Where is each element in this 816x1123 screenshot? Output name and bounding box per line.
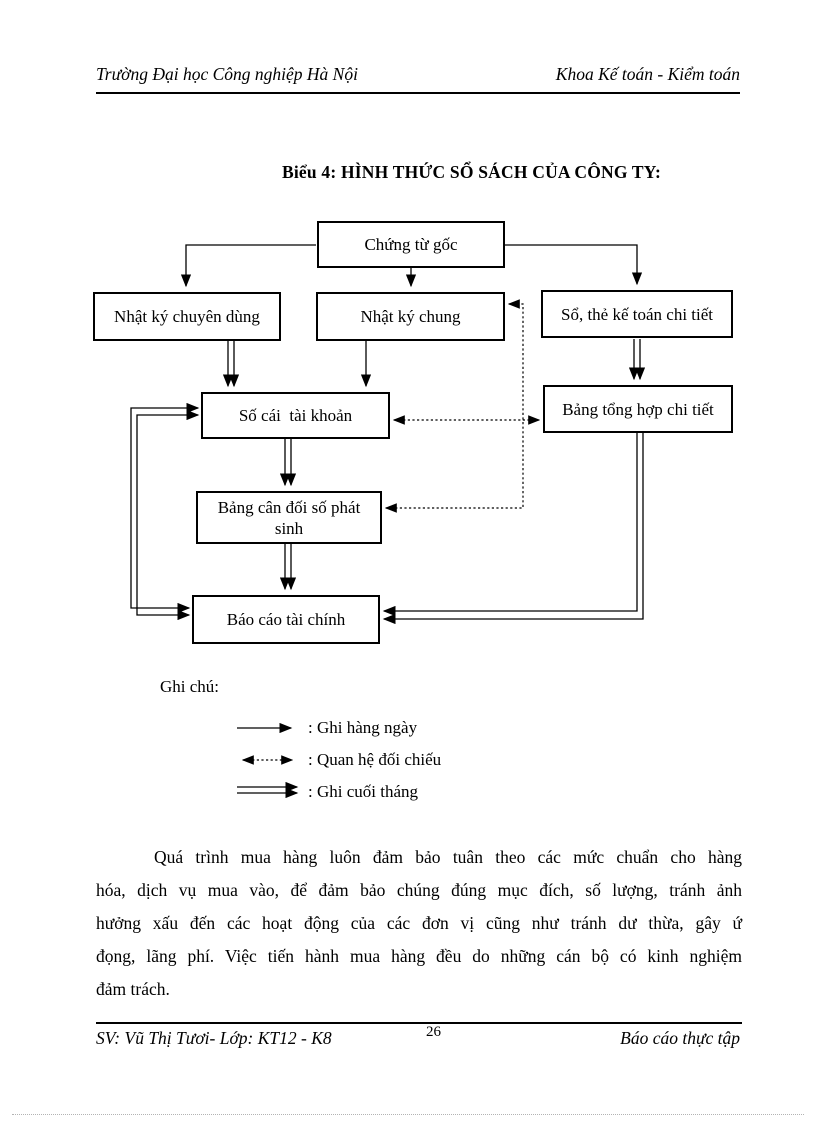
body-paragraph: Quá trình mua hàng luôn đảm bảo tuân the… [96, 841, 742, 1006]
legend-double-line-arrow-symbol [237, 781, 299, 799]
box-bang-tong-hop-chi-tiet: Bảng tổng hợp chi tiết [543, 385, 733, 433]
footer-rule [96, 1022, 742, 1024]
page-title: Biểu 4: HÌNH THỨC SỔ SÁCH CỦA CÔNG TY: [282, 162, 662, 182]
footer-right: Báo cáo thực tập [620, 1028, 740, 1048]
paragraph-line: Quá trình mua hàng luôn đảm bảo tuân the… [154, 847, 742, 867]
page-bottom-dotted-edge [12, 1114, 804, 1115]
box-chung-tu-goc: Chứng từ gốc [317, 221, 505, 268]
footer-page-number: 26 [426, 1024, 441, 1040]
box-bao-cao-tai-chinh: Báo cáo tài chính [192, 595, 380, 644]
legend-item-daily: : Ghi hàng ngày [308, 718, 418, 737]
paragraph-line: hưởng xấu đến các hoạt động của các đơn … [96, 913, 742, 933]
paragraph-line: đảm trách. [96, 979, 170, 999]
box-nhat-ky-chuyen-dung: Nhật ký chuyên dùng [93, 292, 281, 341]
arrow-chungtu-to-sothe [505, 244, 643, 286]
arrow-chungtu-to-nhatky-chuyendung [180, 244, 316, 288]
box-so-the-ke-toan-chi-tiet: Sổ, thẻ kế toán chi tiết [541, 290, 733, 338]
header-rule [96, 92, 740, 94]
header-left: Trường Đại học Công nghiệp Hà Nội [96, 64, 358, 84]
legend-heading: Ghi chú: [160, 677, 220, 696]
double-arrow-bangcandoi-to-baocao [279, 544, 297, 591]
double-arrow-left-loop-socai-baocao [130, 402, 200, 621]
box-nhat-ky-chung: Nhật ký chung [316, 292, 505, 341]
double-arrow-sothe-to-tonghop [628, 339, 646, 381]
double-arrow-socai-to-bangcandoi [279, 439, 297, 487]
header-right: Khoa Kế toán - Kiểm toán [555, 64, 740, 84]
paragraph-line: hóa, dịch vụ mua vào, để đảm bảo chúng đ… [96, 880, 742, 900]
double-arrow-tonghop-to-baocao [382, 433, 644, 625]
footer-left: SV: Vũ Thị Tươi- Lớp: KT12 - K8 [96, 1028, 332, 1048]
legend-item-reconciliation: : Quan hệ đối chiếu [308, 750, 442, 769]
legend-item-month-end: : Ghi cuối tháng [308, 782, 419, 801]
paragraph-line: đọng, lãng phí. Việc tiến hành mua hàng … [96, 946, 742, 966]
double-arrow-chuyendung-to-socai [222, 341, 240, 388]
box-bang-can-doi-so-phat-sinh: Bảng cân đối số phát sinh [196, 491, 382, 544]
box-so-cai-tai-khoan: Số cái tài khoản [201, 392, 390, 439]
